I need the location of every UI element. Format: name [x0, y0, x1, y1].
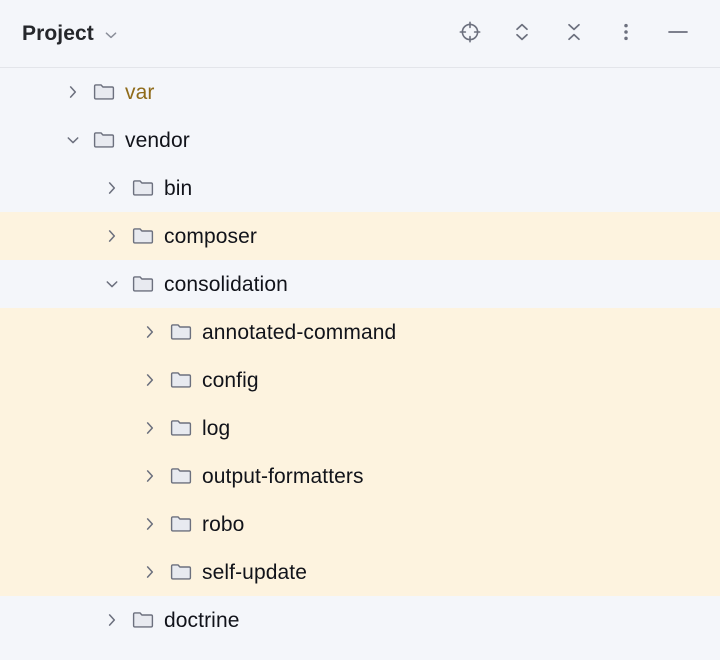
tree-row[interactable]: var — [0, 68, 720, 116]
tree-row[interactable]: bin — [0, 164, 720, 212]
expand-all-button[interactable] — [496, 12, 548, 56]
expand-all-chevrons-icon — [509, 19, 535, 48]
tree-node-label: consolidation — [164, 272, 288, 296]
chevron-right-icon[interactable] — [137, 415, 163, 441]
tree-node-label: robo — [202, 512, 245, 536]
chevron-right-icon[interactable] — [137, 367, 163, 393]
tree-node-label: annotated-command — [202, 320, 397, 344]
tree-row[interactable]: self-update — [0, 548, 720, 596]
collapse-all-chevrons-icon — [561, 19, 587, 48]
tree-node-label: log — [202, 416, 231, 440]
select-opened-file-button[interactable] — [444, 12, 496, 56]
chevron-down-icon[interactable] — [103, 27, 119, 43]
vertical-ellipsis-icon — [613, 19, 639, 48]
tree-node-label: vendor — [125, 128, 190, 152]
tree-node-label: composer — [164, 224, 258, 248]
chevron-right-icon[interactable] — [137, 319, 163, 345]
chevron-down-icon[interactable] — [60, 127, 86, 153]
folder-icon — [131, 176, 155, 200]
tree-row[interactable]: config — [0, 356, 720, 404]
tree-node-label: config — [202, 368, 259, 392]
tool-window-toolbar — [444, 12, 704, 56]
chevron-down-icon[interactable] — [99, 271, 125, 297]
tree-row[interactable]: consolidation — [0, 260, 720, 308]
folder-icon — [169, 464, 193, 488]
minus-icon — [663, 19, 693, 48]
folder-icon — [131, 608, 155, 632]
chevron-right-icon[interactable] — [99, 607, 125, 633]
hide-tool-window-button[interactable] — [652, 12, 704, 56]
more-options-button[interactable] — [600, 12, 652, 56]
tool-window-title-group[interactable]: Project — [22, 22, 119, 46]
chevron-right-icon[interactable] — [137, 511, 163, 537]
page-title: Project — [22, 21, 94, 45]
tree-row[interactable]: log — [0, 404, 720, 452]
crosshair-target-icon — [457, 19, 483, 48]
tree-row[interactable]: output-formatters — [0, 452, 720, 500]
tree-row[interactable]: robo — [0, 500, 720, 548]
tree-row[interactable]: doctrine — [0, 596, 720, 644]
folder-icon — [131, 224, 155, 248]
folder-icon — [169, 416, 193, 440]
collapse-all-button[interactable] — [548, 12, 600, 56]
tool-window-header: Project — [0, 0, 720, 68]
chevron-right-icon[interactable] — [99, 223, 125, 249]
chevron-right-icon[interactable] — [137, 559, 163, 585]
folder-icon — [169, 368, 193, 392]
tree-node-label: bin — [164, 176, 193, 200]
chevron-right-icon[interactable] — [99, 175, 125, 201]
tree-row[interactable]: vendor — [0, 116, 720, 164]
chevron-right-icon[interactable] — [60, 79, 86, 105]
tree-node-label: output-formatters — [202, 464, 364, 488]
tree-node-label: var — [125, 80, 155, 104]
folder-icon — [169, 512, 193, 536]
folder-icon — [169, 560, 193, 584]
chevron-right-icon[interactable] — [137, 463, 163, 489]
tree-row[interactable]: annotated-command — [0, 308, 720, 356]
folder-icon — [131, 272, 155, 296]
folder-icon — [169, 320, 193, 344]
project-file-tree[interactable]: var vendor bin composer consolidation annotat… — [0, 68, 720, 660]
tree-row[interactable]: composer — [0, 212, 720, 260]
folder-icon — [92, 128, 116, 152]
folder-icon — [92, 80, 116, 104]
tree-node-label: self-update — [202, 560, 308, 584]
tree-node-label: doctrine — [164, 608, 240, 632]
